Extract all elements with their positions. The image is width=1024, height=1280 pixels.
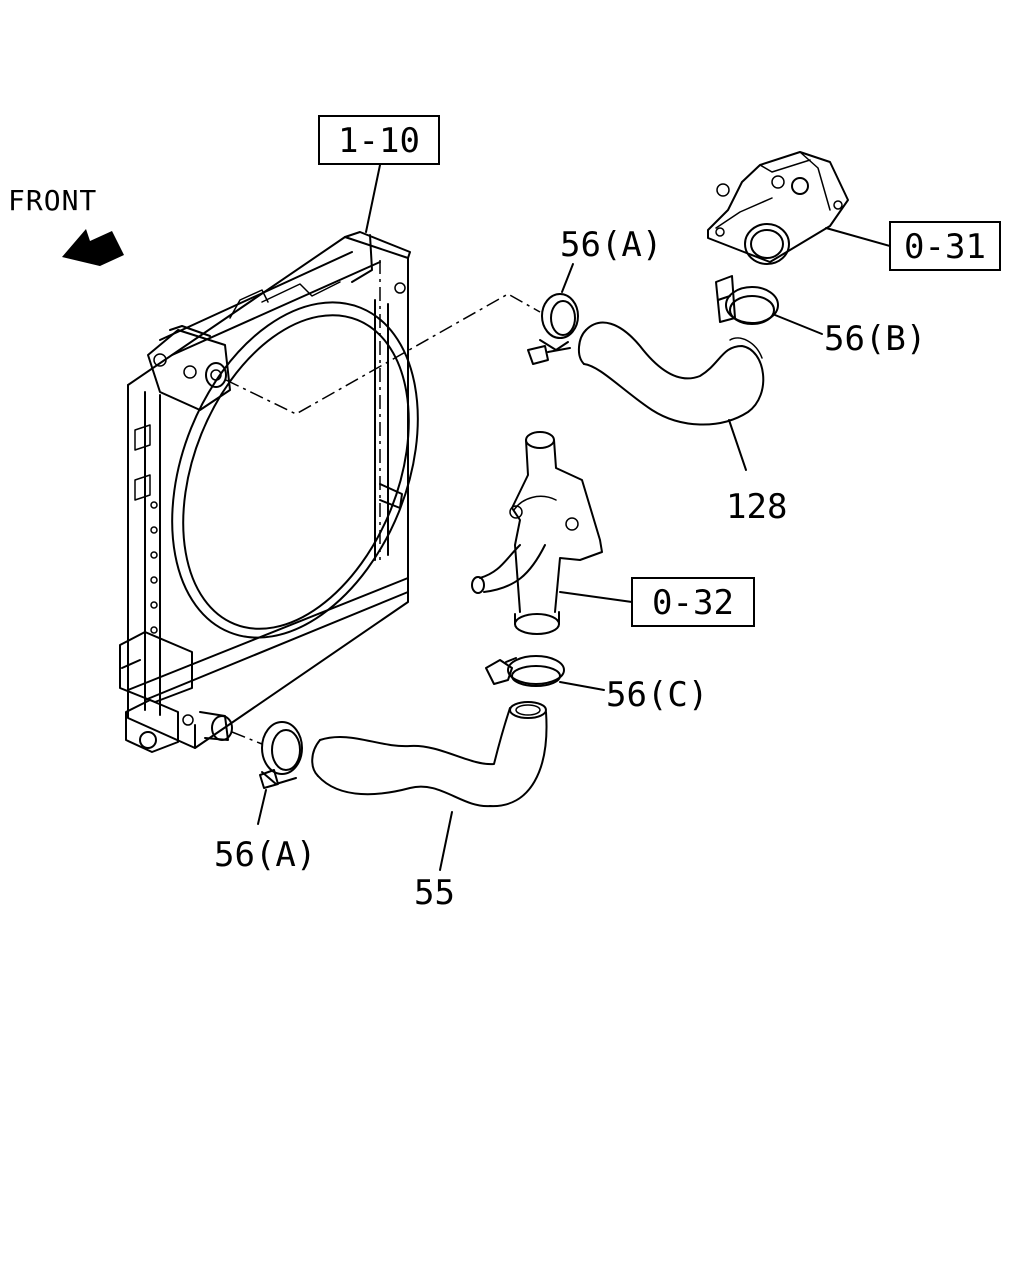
clamp-b	[715, 275, 779, 325]
pipe-ref: 0-32	[652, 583, 734, 623]
lower-connection-line	[231, 731, 263, 745]
lower-outlet-stub	[211, 715, 233, 741]
clamp-c	[485, 655, 565, 687]
thermostat-housing	[707, 151, 849, 265]
housing-ref-box	[889, 221, 1001, 271]
housing-leader	[825, 227, 891, 247]
lower-clamp-a-leader	[257, 789, 267, 825]
fan-shroud-ring	[171, 301, 419, 639]
clamp-b-label: 56(B)	[824, 319, 926, 359]
lower-hose	[311, 701, 548, 808]
upper-clamp-a-leader	[561, 263, 574, 293]
upper-clamp-a	[527, 293, 579, 365]
upper-inlet-stub	[205, 362, 227, 388]
front-label: FRONT	[8, 184, 97, 217]
radiator-leader	[365, 164, 381, 233]
lower-hose-leader	[439, 811, 453, 871]
water-pipe	[471, 431, 603, 635]
clamp-c-leader	[559, 681, 605, 691]
radiator-assembly	[119, 231, 419, 753]
lower-hose-label: 55	[414, 873, 455, 913]
radiator-ref: 1-10	[338, 121, 420, 161]
front-arrow-icon	[62, 229, 124, 267]
upper-hose-label: 128	[726, 487, 787, 527]
upper-hose	[578, 321, 765, 426]
lower-clamp-a	[259, 721, 303, 789]
upper-clamp-a-label: 56(A)	[560, 225, 662, 265]
radiator-ref-box	[318, 115, 440, 165]
housing-ref: 0-31	[904, 227, 986, 267]
clamp-c-label: 56(C)	[606, 675, 708, 715]
pipe-leader	[559, 591, 633, 603]
upper-connection-line	[225, 293, 541, 415]
pipe-ref-box	[631, 577, 755, 627]
side-tank-holes	[150, 501, 158, 634]
lower-clamp-a-label: 56(A)	[214, 835, 316, 875]
upper-hose-leader	[728, 419, 747, 471]
clamp-b-leader	[774, 314, 823, 335]
